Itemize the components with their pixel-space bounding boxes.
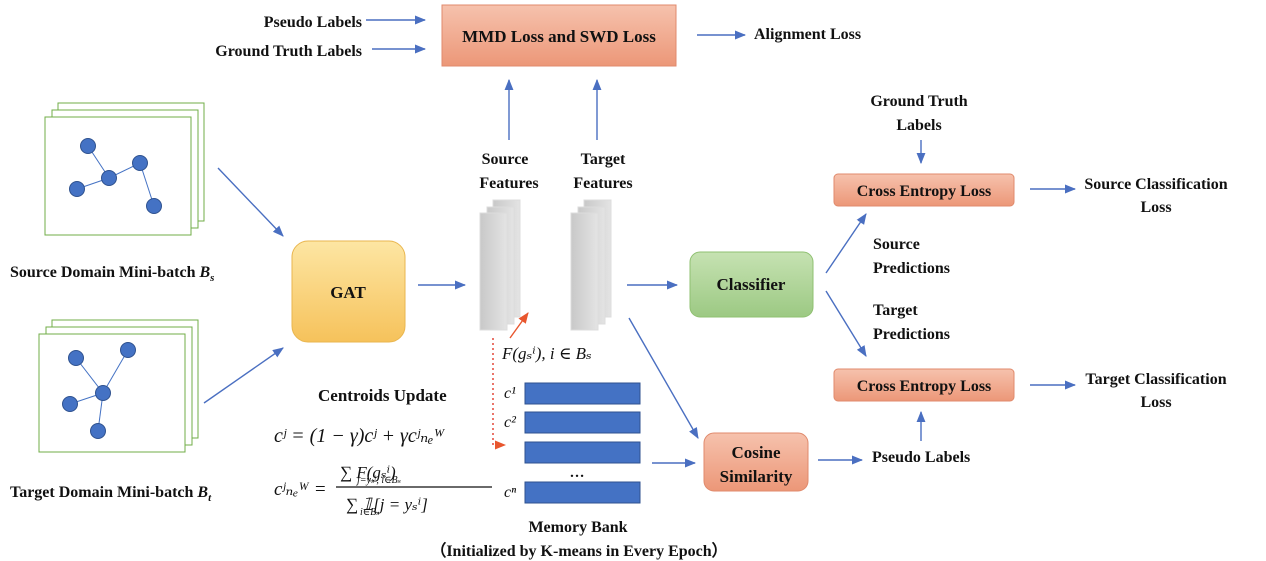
gat-label: GAT xyxy=(330,283,366,302)
target-classification-line2: Loss xyxy=(1140,394,1171,411)
arrow-target-to-gat xyxy=(203,347,284,404)
memory-slot-1 xyxy=(524,382,641,405)
mmd-swd-loss-box xyxy=(441,4,677,67)
graph-node xyxy=(80,138,96,154)
centroids-eq2-denominator-sub: i∈Bₛ xyxy=(360,507,380,518)
source-features-line1: Source xyxy=(482,151,529,168)
memory-label-c1: c¹ xyxy=(504,385,516,402)
source-predictions-line1: Source xyxy=(873,236,920,253)
graph-node xyxy=(69,181,85,197)
arrow-formula-to-source xyxy=(509,312,529,339)
graph-node xyxy=(132,155,148,171)
arrow-update-memory xyxy=(492,338,507,450)
alignment-loss-label: Alignment Loss xyxy=(754,26,861,43)
target-graph-stack xyxy=(38,319,199,453)
source-classification-line2: Loss xyxy=(1140,199,1171,216)
ground-truth-top-line2: Labels xyxy=(896,117,941,134)
arrow-features-to-cosine xyxy=(628,317,699,439)
memory-bank xyxy=(524,382,641,504)
mmd-swd-loss-label: MMD Loss and SWD Loss xyxy=(462,27,656,46)
graph-node xyxy=(146,198,162,214)
centroids-title: Centroids Update xyxy=(318,386,447,405)
graph-node xyxy=(90,423,106,439)
ground-truth-top-line1: Ground Truth xyxy=(870,93,967,110)
source-predictions-line2: Predictions xyxy=(873,260,950,277)
cross-entropy-top-label: Cross Entropy Loss xyxy=(857,183,992,200)
memory-label-cn: cⁿ xyxy=(504,484,516,501)
memory-ellipsis: … xyxy=(570,465,585,481)
classifier-box xyxy=(689,251,814,318)
pseudo-labels-input: Pseudo Labels xyxy=(264,14,362,31)
source-graph-stack xyxy=(44,102,205,236)
centroids-eq2-denominator: ∑ 𝟙[j = yₛⁱ] xyxy=(346,495,428,514)
memory-slot-3 xyxy=(524,441,641,464)
memory-label-c2: c² xyxy=(504,414,517,431)
centroids-eq2-numerator: ∑ F(gₛⁱ) xyxy=(340,463,396,482)
source-domain-label: Source Domain Mini-batch Bs xyxy=(10,264,214,284)
memory-bank-title: Memory Bank xyxy=(528,519,627,536)
centroids-eq2-numerator-sub: j=yₛⁱ, i∈Bₛ xyxy=(355,475,401,486)
source-classification-line1: Source Classification xyxy=(1084,176,1227,193)
target-features-line1: Target xyxy=(581,151,626,168)
cosine-similarity-box xyxy=(703,432,809,492)
cosine-line2: Similarity xyxy=(720,467,793,486)
cross-entropy-top-box xyxy=(833,173,1015,207)
gat-box xyxy=(291,240,406,343)
centroids-eq1: cʲ = (1 − γ)cʲ + γcʲₙₑᵂ xyxy=(274,425,445,447)
centroids-eq2-lhs: cʲₙₑᵂ = xyxy=(274,479,327,500)
graph-node xyxy=(95,385,111,401)
pseudo-labels-output: Pseudo Labels xyxy=(872,449,970,466)
cosine-line1: Cosine xyxy=(731,443,781,462)
classifier-label: Classifier xyxy=(717,275,786,294)
cross-entropy-bottom-label: Cross Entropy Loss xyxy=(857,378,992,395)
target-predictions-line2: Predictions xyxy=(873,326,950,343)
arrow-classifier-to-ce-top xyxy=(825,213,867,274)
graph-node xyxy=(101,170,117,186)
memory-slot-2 xyxy=(524,411,641,434)
source-features-line2: Features xyxy=(479,175,538,192)
target-features-line2: Features xyxy=(573,175,632,192)
memory-bank-subtitle: （Initialized by K-means in Every Epoch） xyxy=(430,542,727,560)
source-feature-stack xyxy=(479,199,521,331)
target-classification-line1: Target Classification xyxy=(1085,371,1226,388)
memory-slot-n xyxy=(524,481,641,504)
graph-node xyxy=(120,342,136,358)
target-domain-label: Target Domain Mini-batch Bt xyxy=(10,484,212,504)
graph-node xyxy=(68,350,84,366)
target-predictions-line1: Target xyxy=(873,302,918,319)
target-feature-stack xyxy=(570,199,612,331)
arrow-source-to-gat xyxy=(217,167,284,237)
ground-truth-labels-input: Ground Truth Labels xyxy=(215,43,362,60)
graph-node xyxy=(62,396,78,412)
arrow-classifier-to-ce-bottom xyxy=(825,290,867,357)
cross-entropy-bottom-box xyxy=(833,368,1015,402)
feature-formula: F(gₛⁱ), i ∈ Bₛ xyxy=(501,344,592,363)
